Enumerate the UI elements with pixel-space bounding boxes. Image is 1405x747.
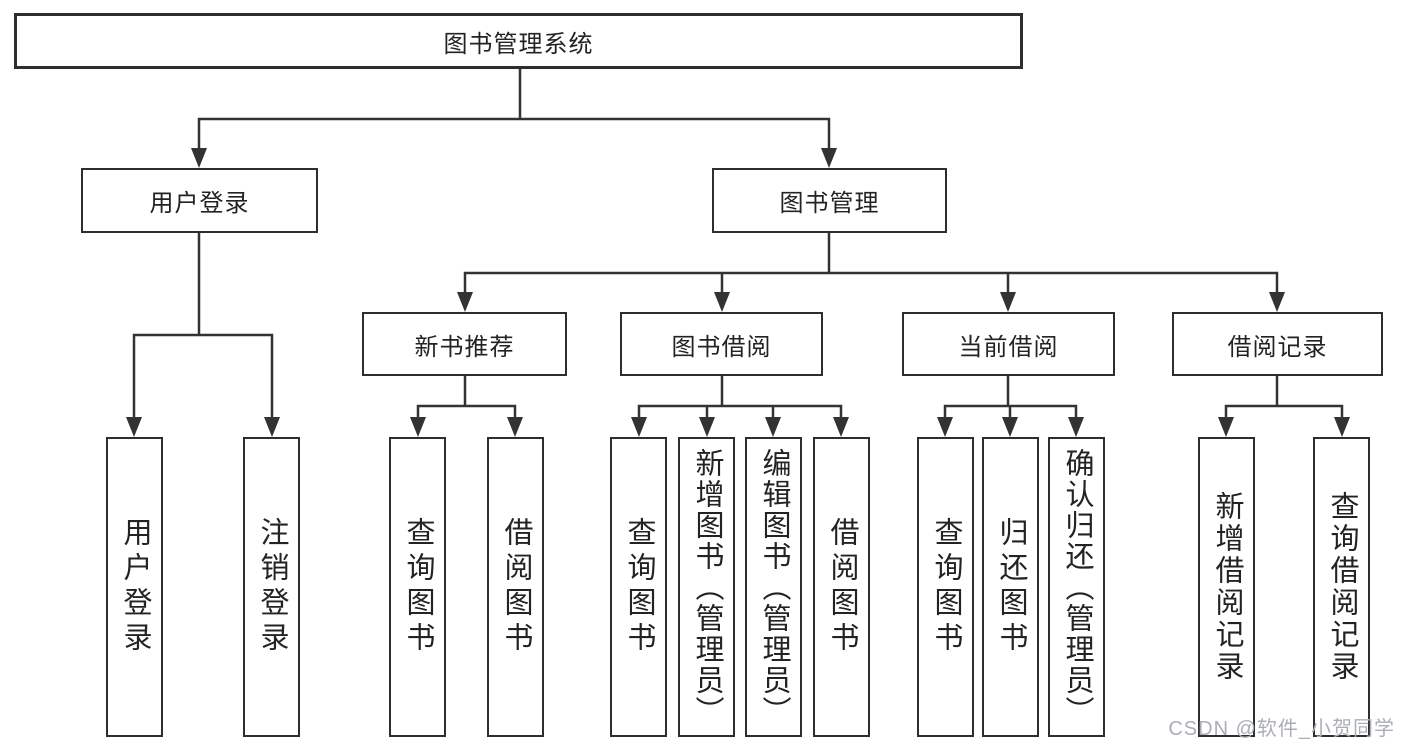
node-book-management: 图书管理 — [712, 168, 947, 233]
node-current-borrowing: 当前借阅 — [902, 312, 1115, 376]
tree-edges — [132, 67, 1344, 423]
leaf-label: 借阅图书 — [500, 517, 532, 657]
leaf-borrowing-edit-books-admin: 编辑图书（管理员） — [745, 437, 802, 737]
leaf-logout-login: 注销登录 — [243, 437, 300, 737]
leaf-label: 查询图书 — [623, 517, 655, 657]
node-label: 用户登录 — [149, 190, 250, 217]
csdn-watermark: CSDN @软件_小贺同学 — [1168, 718, 1395, 740]
leaf-label: 注销登录 — [256, 517, 288, 657]
leaf-label: 新增借阅记录 — [1211, 491, 1243, 683]
node-new-book-recommendation: 新书推荐 — [362, 312, 567, 376]
leaf-label: 归还图书 — [995, 517, 1027, 657]
node-label: 当前借阅 — [958, 333, 1059, 361]
node-borrowing-records: 借阅记录 — [1172, 312, 1383, 376]
leaf-current-confirm-return-admin: 确认归还（管理员） — [1048, 437, 1105, 737]
node-book-borrowing: 图书借阅 — [620, 312, 823, 376]
leaf-label: 编辑图书（管理员） — [758, 447, 790, 727]
leaf-user-login: 用户登录 — [106, 437, 163, 737]
node-label: 图书管理 — [779, 190, 880, 217]
leaf-records-query-borrow-record: 查询借阅记录 — [1313, 437, 1370, 737]
node-label: 图书借阅 — [671, 333, 772, 361]
leaf-label: 确认归还（管理员） — [1061, 447, 1093, 727]
leaf-recommend-query-books: 查询图书 — [389, 437, 446, 737]
leaf-label: 借阅图书 — [826, 517, 858, 657]
leaf-borrowing-borrow-books: 借阅图书 — [813, 437, 870, 737]
leaf-label: 查询图书 — [930, 517, 962, 657]
node-library-management-system: 图书管理系统 — [14, 13, 1023, 69]
leaf-label: 新增图书（管理员） — [691, 447, 723, 727]
leaf-borrowing-query-books: 查询图书 — [610, 437, 667, 737]
leaf-label: 用户登录 — [119, 517, 151, 657]
leaf-label: 查询图书 — [402, 517, 434, 657]
node-label: 图书管理系统 — [443, 30, 594, 58]
leaf-current-query-books: 查询图书 — [917, 437, 974, 737]
leaf-records-add-borrow-record: 新增借阅记录 — [1198, 437, 1255, 737]
leaf-label: 查询借阅记录 — [1326, 491, 1358, 683]
leaf-borrowing-add-books-admin: 新增图书（管理员） — [678, 437, 735, 737]
leaf-recommend-borrow-books: 借阅图书 — [487, 437, 544, 737]
leaf-current-return-books: 归还图书 — [982, 437, 1039, 737]
node-label: 借阅记录 — [1227, 333, 1328, 361]
node-user-login: 用户登录 — [81, 168, 318, 233]
node-label: 新书推荐 — [414, 333, 515, 361]
